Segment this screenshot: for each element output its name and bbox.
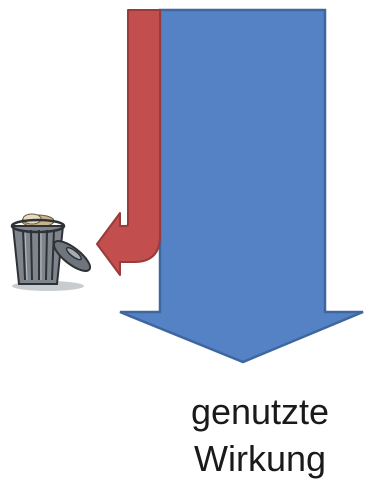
loss-arrow — [96, 9, 161, 276]
trash-can-icon — [10, 213, 92, 291]
useful-output-arrow — [119, 8, 364, 364]
caption-line-1: genutzte — [190, 391, 330, 432]
caption-line-2: Wirkung — [193, 438, 327, 479]
useful-output-label: genutzte Wirkung — [180, 388, 340, 482]
